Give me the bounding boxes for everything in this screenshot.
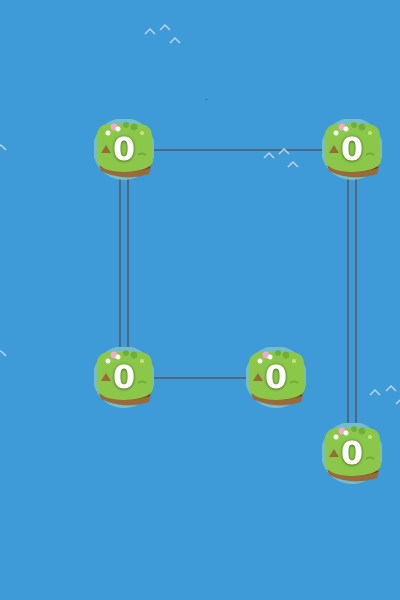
island-icon — [322, 119, 382, 180]
wave-icon — [0, 144, 7, 151]
island-count: 0 — [340, 434, 364, 472]
wave-icon — [263, 148, 299, 168]
wave-icon — [369, 384, 400, 405]
island-count: 0 — [112, 130, 136, 168]
wave-icon — [144, 24, 181, 44]
island-icon — [246, 347, 306, 408]
island-icon — [322, 423, 382, 484]
island-count: 0 — [112, 358, 136, 396]
island-icon — [94, 119, 154, 180]
island-count: 0 — [264, 358, 288, 396]
island-bottom-middle[interactable]: 0 — [246, 347, 306, 409]
island-lower-right[interactable]: 0 — [322, 423, 382, 485]
island-top-right[interactable]: 0 — [322, 119, 382, 181]
wave-icon — [0, 350, 7, 357]
speck — [206, 99, 207, 100]
island-top-left[interactable]: 0 — [94, 119, 154, 181]
island-icon — [94, 347, 154, 408]
island-count: 0 — [340, 130, 364, 168]
island-bottom-left[interactable]: 0 — [94, 347, 154, 409]
